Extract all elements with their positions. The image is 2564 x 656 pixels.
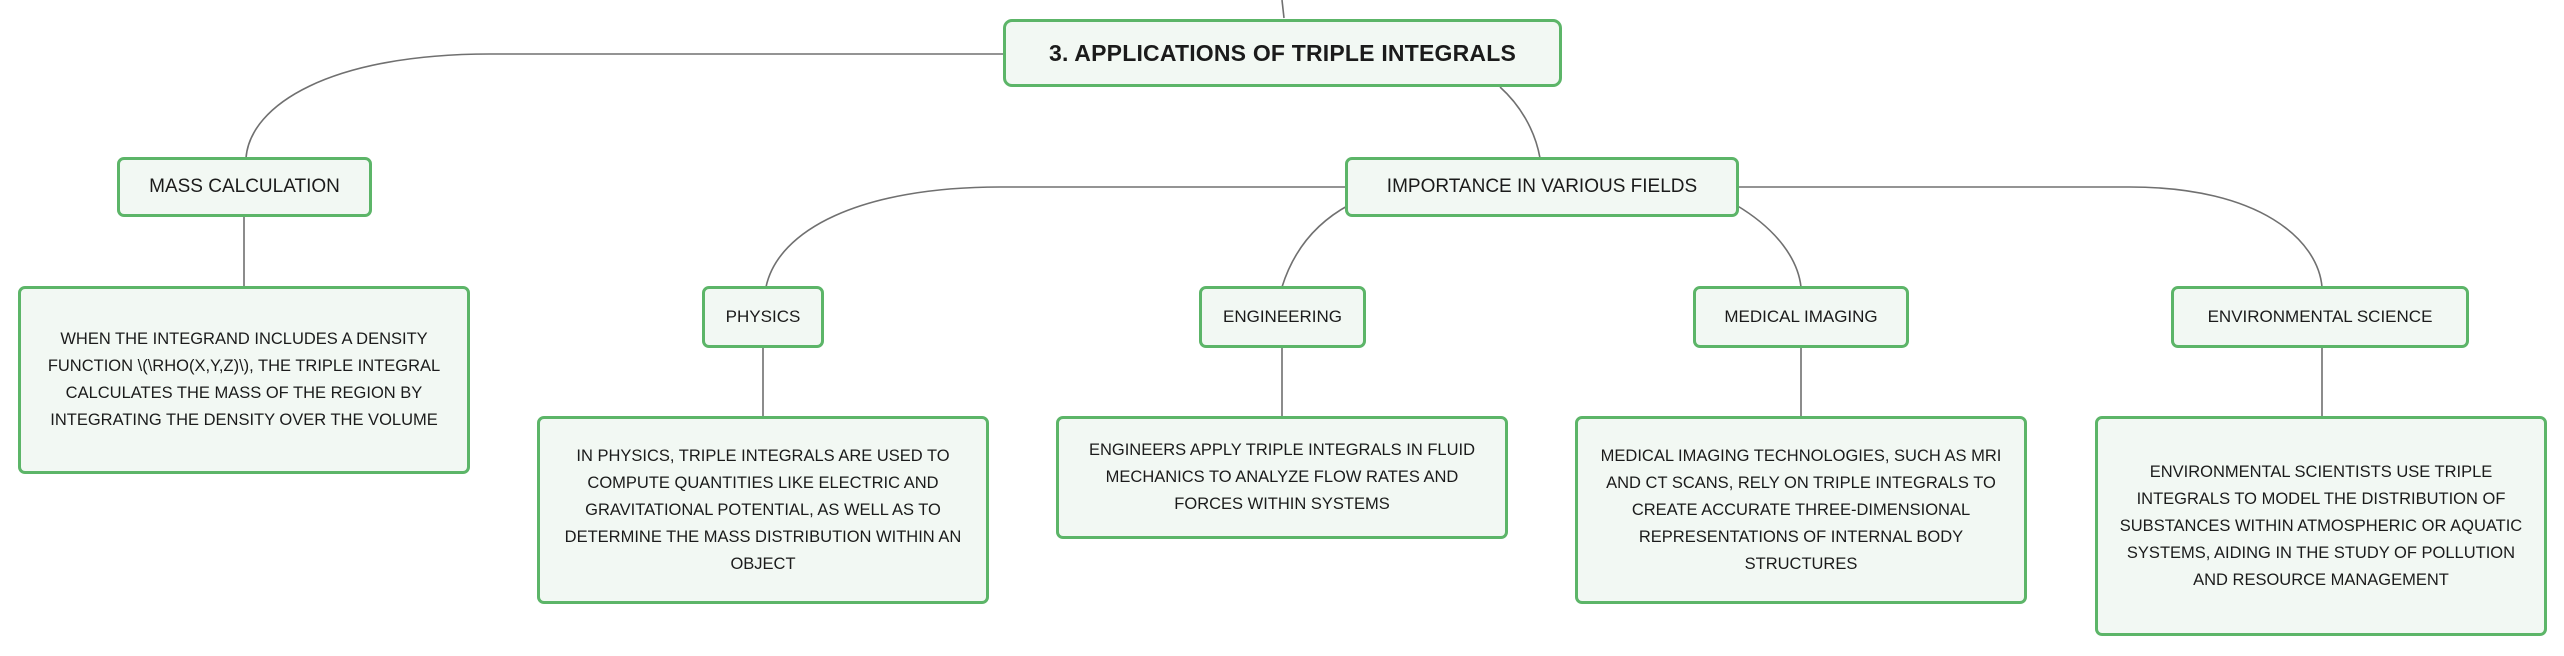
detail-physics[interactable]: IN PHYSICS, TRIPLE INTEGRALS ARE USED TO… <box>537 416 989 604</box>
connector-root-parent <box>1281 0 1285 19</box>
topic-physics[interactable]: PHYSICS <box>702 286 824 348</box>
detail-medical-imaging[interactable]: MEDICAL IMAGING TECHNOLOGIES, SUCH AS MR… <box>1575 416 2027 604</box>
connector-importance-physics <box>765 186 1349 288</box>
detail-environmental-science[interactable]: ENVIRONMENTAL SCIENTISTS USE TRIPLE INTE… <box>2095 416 2547 636</box>
connector-root-mass <box>245 53 1003 159</box>
connector-importance-environmental <box>1736 186 2323 288</box>
root-topic[interactable]: 3. APPLICATIONS OF TRIPLE INTEGRALS <box>1003 19 1562 87</box>
detail-engineering[interactable]: ENGINEERS APPLY TRIPLE INTEGRALS IN FLUI… <box>1056 416 1508 539</box>
topic-mass-calculation[interactable]: MASS CALCULATION <box>117 157 372 217</box>
connector-importance-engineering <box>1281 204 1350 288</box>
topic-medical-imaging[interactable]: MEDICAL IMAGING <box>1693 286 1909 348</box>
topic-importance-in-various-fields[interactable]: IMPORTANCE IN VARIOUS FIELDS <box>1345 157 1739 217</box>
topic-engineering[interactable]: ENGINEERING <box>1199 286 1366 348</box>
topic-environmental-science[interactable]: ENVIRONMENTAL SCIENCE <box>2171 286 2469 348</box>
connector-importance-medical <box>1735 204 1802 288</box>
connector-root-importance <box>1499 86 1541 159</box>
detail-mass-calculation[interactable]: WHEN THE INTEGRAND INCLUDES A DENSITY FU… <box>18 286 470 474</box>
